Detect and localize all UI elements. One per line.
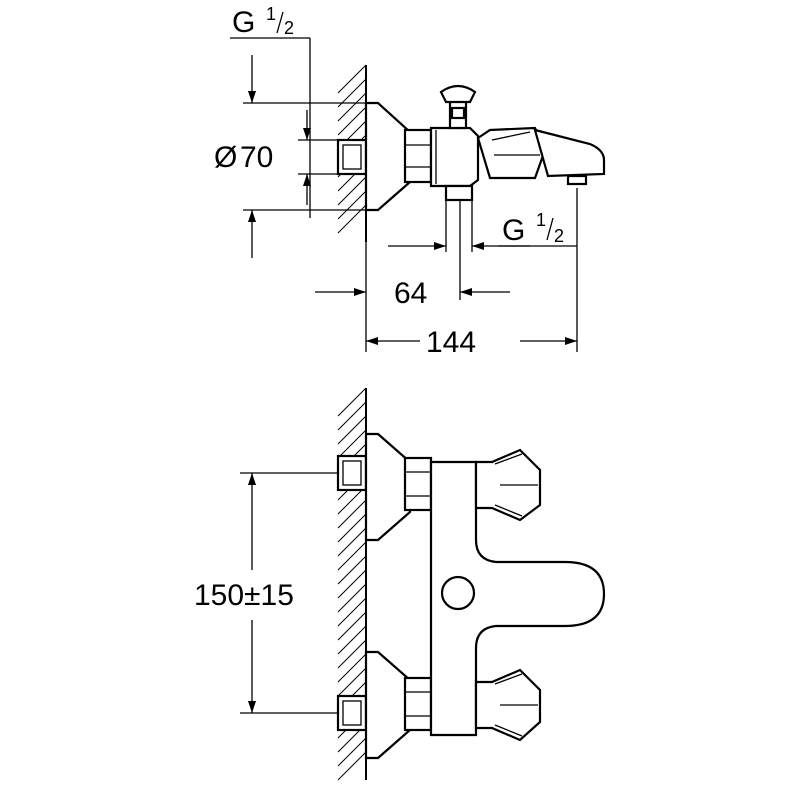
side-view xyxy=(336,64,606,242)
hatch-line xyxy=(337,555,367,585)
inlet-thread-num: 1 xyxy=(266,4,276,24)
hatch-line xyxy=(337,401,367,431)
hatch-line xyxy=(337,583,367,613)
outlet-thread-num: 1 xyxy=(536,210,546,230)
hatch-line xyxy=(337,569,367,599)
hatch-line xyxy=(337,64,367,94)
hatch-line xyxy=(337,176,367,206)
hatch-line xyxy=(337,513,367,543)
escutcheon xyxy=(364,101,412,212)
outlet-pipe xyxy=(444,184,474,202)
dim-spacing: 150±15 xyxy=(194,472,338,714)
hatch-line xyxy=(337,653,367,683)
hatch-line xyxy=(337,204,367,234)
hatch-line xyxy=(337,190,367,220)
hatch-line xyxy=(337,429,367,459)
hatch-line xyxy=(337,751,367,781)
inlet-thread-prefix: G xyxy=(232,6,255,39)
diameter-symbol: Ø xyxy=(214,141,237,174)
dim-offset: 64 xyxy=(315,242,510,352)
hex-nut xyxy=(403,128,433,184)
dim-inlet-thread: G 1 2 xyxy=(230,4,311,218)
hatch-line xyxy=(337,639,367,669)
diameter-value: 70 xyxy=(240,141,273,174)
spout xyxy=(533,128,606,178)
hatch-line xyxy=(337,415,367,445)
lower-hex-nut xyxy=(403,676,433,732)
dim-depth: 144 xyxy=(366,326,577,359)
lower-escutcheon xyxy=(364,650,412,760)
hatch-line xyxy=(337,667,367,697)
spout-outlet xyxy=(440,575,476,611)
hatch-line xyxy=(337,611,367,641)
hatch-line xyxy=(337,541,367,571)
outlet-thread-den: 2 xyxy=(554,226,564,246)
hatch-line xyxy=(337,625,367,655)
hatch-line xyxy=(337,387,367,417)
hatch-line xyxy=(337,737,367,767)
hatch-line xyxy=(337,106,367,136)
inlet-thread-den: 2 xyxy=(284,18,294,38)
front-view xyxy=(336,387,606,781)
diverter-knob xyxy=(439,84,477,130)
hatch-line xyxy=(337,92,367,122)
upper-escutcheon xyxy=(364,432,412,542)
hatch-line xyxy=(337,527,367,557)
hatch-line xyxy=(337,499,367,529)
depth-value: 144 xyxy=(426,326,476,359)
dim-diameter: Ø 70 xyxy=(214,55,366,258)
hatch-line xyxy=(337,78,367,108)
offset-value: 64 xyxy=(394,277,427,310)
mixer-front-body xyxy=(429,460,606,737)
hatch-line xyxy=(337,597,367,627)
outlet-thread-prefix: G xyxy=(502,214,525,247)
upper-hex-nut xyxy=(403,456,433,512)
spacing-value: 150±15 xyxy=(194,579,294,612)
dim-outlet-thread: G 1 2 xyxy=(388,188,578,352)
mixer-body xyxy=(429,126,480,188)
